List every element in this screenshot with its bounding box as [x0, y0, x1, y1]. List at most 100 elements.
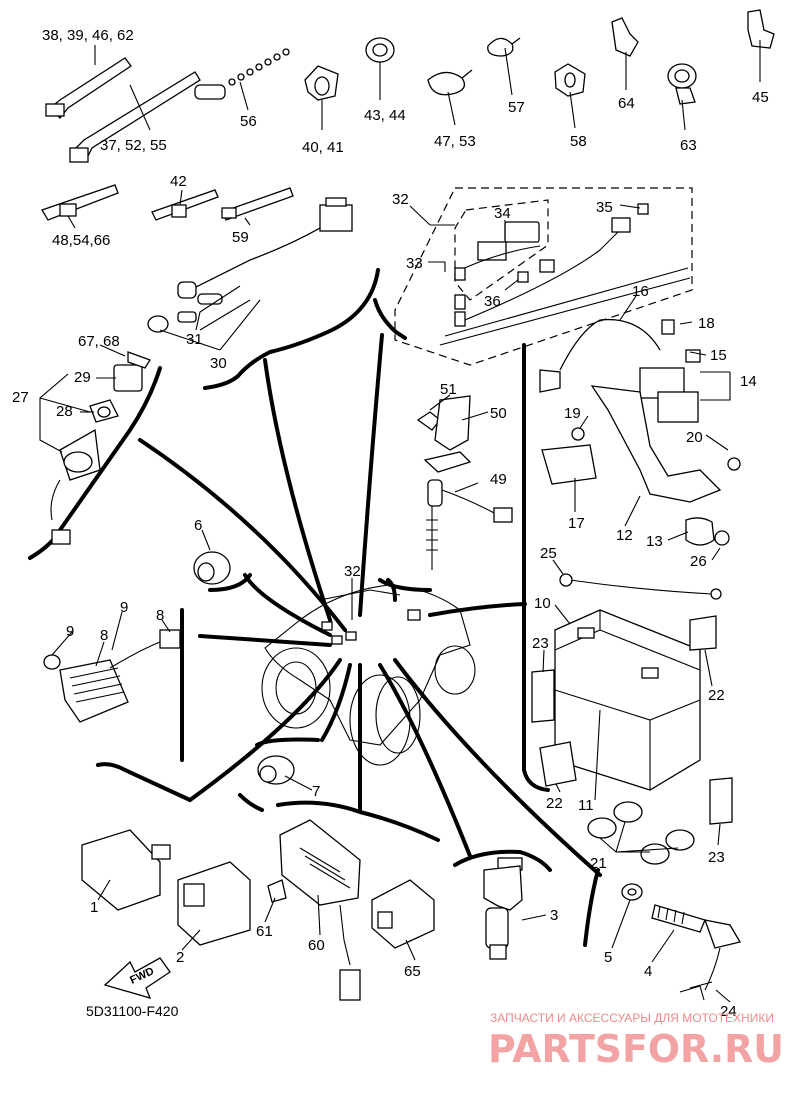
fwd-arrow: FWD	[103, 957, 171, 999]
starter-relay-14	[539, 319, 701, 423]
callout-label: 11	[578, 797, 594, 814]
washer-5	[621, 883, 643, 901]
callout-label: 9	[66, 623, 74, 640]
callout-label: 19	[564, 405, 581, 422]
harness-30	[147, 197, 353, 333]
callout-label: 2	[176, 949, 184, 966]
clip-47	[427, 69, 473, 96]
sensor-7	[257, 755, 295, 785]
callout-label: 47, 53	[434, 133, 476, 150]
watermark: ЗАПЧАСТИ И АКСЕССУАРЫ ДЛЯ МОТОТЕХНИКИ PA…	[488, 1011, 784, 1071]
callout-label: 12	[616, 527, 633, 544]
damper-13	[685, 517, 715, 546]
cable-tie-48	[41, 184, 119, 221]
clamp-64	[611, 17, 639, 57]
watermark-brand: PARTSFOR.RU	[488, 1027, 784, 1071]
clamp-63	[667, 63, 697, 105]
callout-label: 34	[494, 205, 511, 222]
callout-label: 15	[710, 347, 727, 364]
leader-lines	[39, 40, 761, 1003]
callout-label: 35	[596, 199, 613, 216]
callout-label: 48,54,66	[52, 232, 110, 249]
callout-label: 28	[56, 403, 73, 420]
callout-label: 23	[708, 849, 725, 866]
watermark-tagline: ЗАПЧАСТИ И АКСЕССУАРЫ ДЛЯ МОТОТЕХНИКИ	[490, 1011, 774, 1025]
callout-label: 26	[690, 553, 707, 570]
cdi-unit-1	[81, 829, 171, 911]
callout-label: 6	[194, 517, 202, 534]
atv-outline	[261, 584, 476, 766]
callout-label: 8	[100, 627, 108, 644]
grommet-43	[365, 37, 395, 63]
clip-45	[747, 9, 775, 49]
main-switch-27	[50, 351, 151, 545]
callout-label: 25	[540, 545, 557, 562]
callout-label: 20	[686, 429, 703, 446]
cable-tie-42	[151, 189, 219, 221]
callout-label: 29	[74, 369, 91, 386]
callout-label: 61	[256, 923, 273, 940]
callout-label: 17	[568, 515, 585, 532]
cable-tie-37	[69, 71, 201, 163]
diagram-code: 5D31100-F420	[86, 1003, 179, 1019]
callout-label: 21	[590, 855, 607, 872]
callout-labels: 38, 39, 46, 62 37, 52, 55 56 40, 41 43, …	[12, 27, 769, 1020]
sensor-6	[193, 551, 231, 585]
callout-label: 40, 41	[302, 139, 344, 156]
callout-label: 64	[618, 95, 635, 112]
group-boundaries	[28, 268, 600, 947]
clamp-40	[304, 65, 339, 101]
cable-tie-38	[45, 57, 132, 119]
callout-label: 60	[308, 937, 325, 954]
callout-label: 59	[232, 229, 249, 246]
callout-label: 4	[644, 963, 652, 980]
callout-label: 37, 52, 55	[100, 137, 167, 154]
callout-label: 13	[646, 533, 663, 550]
spark-plug-4	[651, 904, 742, 1001]
callout-label: 42	[170, 173, 187, 190]
callout-label: 10	[534, 595, 551, 612]
callout-label: 32	[392, 191, 409, 208]
callout-label: 65	[404, 963, 421, 980]
callout-label: 22	[708, 687, 725, 704]
clip-57	[487, 37, 521, 57]
callout-label: 24	[720, 1003, 737, 1020]
clamp-58	[554, 63, 586, 97]
connector-lines	[138, 333, 602, 877]
callout-label: 8	[156, 607, 164, 624]
callout-label: 51	[440, 381, 457, 398]
callout-label: 38, 39, 46, 62	[42, 27, 134, 44]
subassembly-box	[394, 187, 693, 366]
callout-label: 7	[312, 783, 320, 800]
cable-tie-59	[221, 187, 294, 221]
callout-label: 32	[344, 563, 361, 580]
callout-label: 22	[546, 795, 563, 812]
callout-label: 23	[532, 635, 549, 652]
callout-label: 5	[604, 949, 612, 966]
callout-label: 18	[698, 315, 715, 332]
callout-label: 36	[484, 293, 501, 310]
callout-label: 16	[632, 283, 649, 300]
rectifier-8	[43, 629, 181, 723]
callout-label: 33	[406, 255, 423, 272]
callout-label: 3	[550, 907, 558, 924]
band-56	[194, 48, 290, 100]
harness-32	[454, 203, 649, 327]
callout-label: 57	[508, 99, 525, 116]
callout-label: 14	[740, 373, 757, 390]
callout-label: 67, 68	[78, 333, 120, 350]
callout-label: 31	[186, 331, 203, 348]
bracket-12	[571, 385, 741, 503]
relay-65	[371, 879, 435, 949]
callout-label: 50	[490, 405, 507, 422]
callout-label: 1	[90, 899, 98, 916]
bracket-2	[177, 861, 251, 946]
callout-label: 43, 44	[364, 107, 406, 124]
fuse-box-17	[541, 444, 597, 485]
battery-11	[531, 530, 733, 865]
callout-label: 30	[210, 355, 227, 372]
callout-label: 56	[240, 113, 257, 130]
callout-label: 63	[680, 137, 697, 154]
